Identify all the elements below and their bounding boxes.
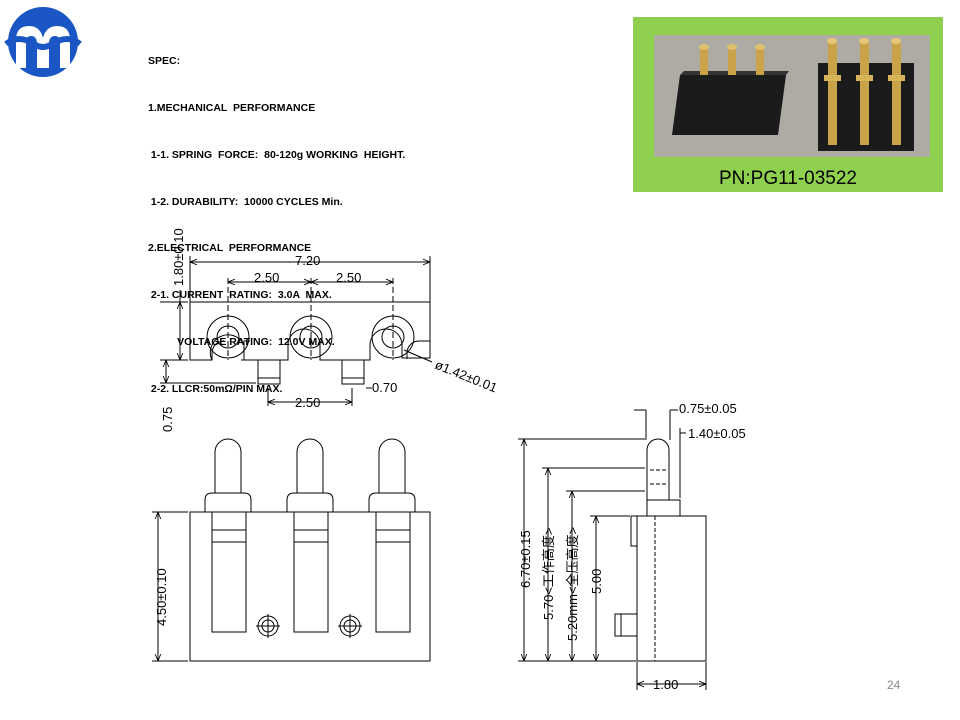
page-number: 24 bbox=[887, 678, 901, 692]
dim-front-body-height: 4.50±0.10 bbox=[154, 568, 169, 626]
dim-side-tip: 0.75±0.05 bbox=[679, 401, 737, 416]
dim-top-pitch-left: 2.50 bbox=[254, 270, 279, 285]
dim-side-plunger: 1.40±0.05 bbox=[688, 426, 746, 441]
dim-top-peg-pitch: 2.50 bbox=[295, 395, 320, 410]
spec-spring-force: 1-1. SPRING FORCE: 80-120g WORKING HEIGH… bbox=[148, 148, 406, 161]
dim-top-height: 1.80±0.10 bbox=[171, 228, 186, 286]
side-view bbox=[518, 409, 707, 690]
spec-llcr: 2-2. LLCR:50mΩ/PIN MAX. bbox=[148, 382, 283, 395]
spec-block: SPEC: 1.MECHANICAL PERFORMANCE 1-1. SPRI… bbox=[148, 23, 405, 428]
dim-top-width: 7.20 bbox=[295, 253, 320, 268]
product-photo bbox=[654, 35, 930, 157]
spec-current-rating: 2-1. CURRENT RATING: 3.0A MAX. bbox=[148, 289, 332, 302]
dim-top-offset: 0.75 bbox=[160, 407, 175, 432]
top-view bbox=[160, 256, 433, 406]
company-logo bbox=[4, 7, 82, 77]
spec-mechanical-heading: 1.MECHANICAL PERFORMANCE bbox=[148, 101, 316, 114]
dim-top-peg-width: 0.70 bbox=[372, 380, 397, 395]
dim-side-working: 5.70<工作高度> bbox=[541, 528, 556, 621]
dim-side-total: 6.70±0.15 bbox=[518, 530, 533, 588]
front-view bbox=[152, 438, 431, 662]
dim-top-hole: ø1.42±0.01 bbox=[433, 357, 500, 396]
dim-top-pitch-right: 2.50 bbox=[336, 270, 361, 285]
spec-durability: 1-2. DURABILITY: 10000 CYCLES Min. bbox=[148, 195, 343, 208]
spec-electrical-heading: 2.ELECTRICAL PERFORMANCE bbox=[148, 242, 312, 255]
spec-title: SPEC: bbox=[148, 55, 181, 68]
dim-side-body: 5.00 bbox=[589, 569, 604, 594]
dim-side-thickness: 1.80 bbox=[653, 677, 678, 692]
dim-side-compressed: 5.20mm<全压高度> bbox=[565, 527, 580, 641]
part-number: PN:PG11-03522 bbox=[718, 168, 857, 189]
product-photo-panel: PN:PG11-03522 bbox=[633, 17, 943, 192]
